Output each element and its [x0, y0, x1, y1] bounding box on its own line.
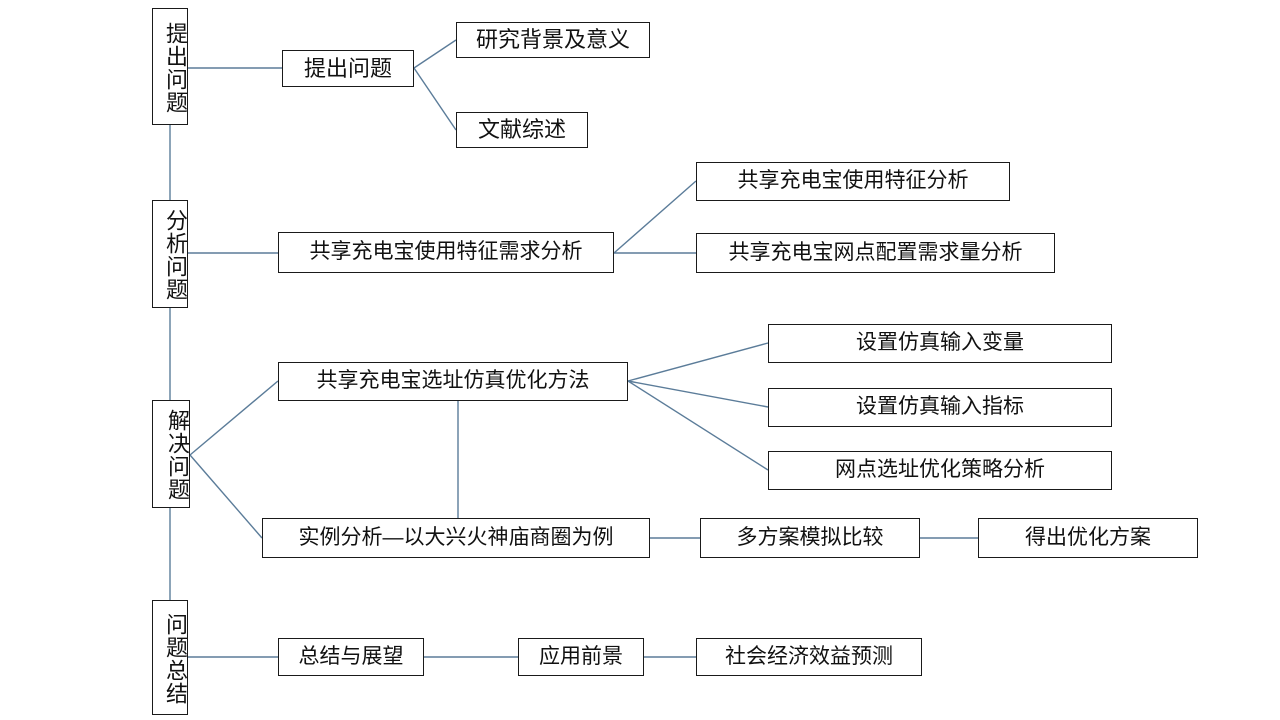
node-raise-question-label: 提出问题: [303, 55, 392, 81]
node-simulation-input-indicators-label: 设置仿真输入指标: [856, 395, 1024, 419]
node-usage-feature-analysis[interactable]: 共享充电宝使用特征分析: [696, 162, 1010, 201]
link-demand-to-usagefeature: [613, 180, 697, 254]
link-simmethod-to-inputindex: [627, 380, 769, 408]
stage-box-problem-summary[interactable]: 问题总结: [152, 600, 188, 715]
node-case-study-label: 实例分析—以大兴火神庙商圈为例: [298, 525, 614, 549]
link-solve-to-simmethod: [189, 380, 279, 456]
node-site-simulation-method-label: 共享充电宝选址仿真优化方法: [316, 369, 590, 393]
node-site-config-demand-analysis-label: 共享充电宝网点配置需求量分析: [728, 240, 1023, 264]
node-site-optimization-strategy-label: 网点选址优化策略分析: [835, 458, 1045, 482]
node-usage-feature-analysis-label: 共享充电宝使用特征分析: [737, 169, 969, 193]
stage-box-analyze-problem[interactable]: 分析问题: [152, 200, 188, 308]
stage-box-raise-problem[interactable]: 提出问题: [152, 8, 188, 125]
node-site-config-demand-analysis[interactable]: 共享充电宝网点配置需求量分析: [696, 233, 1055, 273]
node-application-prospect-label: 应用前景: [539, 644, 623, 668]
link-solve-to-case: [189, 454, 263, 539]
node-conclusion-outlook-label: 总结与展望: [298, 644, 404, 668]
link-raiseq-to-background: [413, 39, 457, 69]
node-socioeconomic-benefit-forecast[interactable]: 社会经济效益预测: [696, 638, 922, 676]
stage-box-solve-problem-label: 解决问题: [165, 409, 190, 501]
node-optimization-result-label: 得出优化方案: [1025, 525, 1151, 549]
node-site-simulation-method[interactable]: 共享充电宝选址仿真优化方法: [278, 362, 628, 401]
node-simulation-input-variables[interactable]: 设置仿真输入变量: [768, 324, 1112, 363]
node-simulation-input-variables-label: 设置仿真输入变量: [856, 331, 1024, 355]
node-research-background-label: 研究背景及意义: [475, 27, 630, 53]
node-literature-review[interactable]: 文献综述: [456, 112, 588, 148]
node-literature-review-label: 文献综述: [477, 117, 566, 143]
node-multi-scheme-comparison-label: 多方案模拟比较: [736, 525, 884, 549]
link-raiseq-to-literature: [413, 67, 457, 131]
stage-box-solve-problem[interactable]: 解决问题: [152, 400, 190, 508]
node-simulation-input-indicators[interactable]: 设置仿真输入指标: [768, 388, 1112, 427]
stage-box-raise-problem-label: 提出问题: [163, 21, 188, 114]
link-simmethod-to-strategy: [627, 380, 769, 471]
node-conclusion-outlook[interactable]: 总结与展望: [278, 638, 424, 676]
node-optimization-result[interactable]: 得出优化方案: [978, 518, 1198, 558]
node-research-background[interactable]: 研究背景及意义: [456, 22, 650, 58]
stage-box-problem-summary-label: 问题总结: [163, 612, 188, 705]
node-raise-question[interactable]: 提出问题: [282, 50, 414, 87]
node-application-prospect[interactable]: 应用前景: [518, 638, 644, 676]
stage-box-analyze-problem-label: 分析问题: [163, 209, 188, 301]
node-multi-scheme-comparison[interactable]: 多方案模拟比较: [700, 518, 920, 558]
node-usage-demand-analysis[interactable]: 共享充电宝使用特征需求分析: [278, 232, 614, 273]
node-usage-demand-analysis-label: 共享充电宝使用特征需求分析: [309, 240, 583, 264]
link-simmethod-to-inputvar: [627, 342, 769, 382]
node-socioeconomic-benefit-forecast-label: 社会经济效益预测: [725, 644, 893, 668]
node-site-optimization-strategy[interactable]: 网点选址优化策略分析: [768, 451, 1112, 490]
node-case-study[interactable]: 实例分析—以大兴火神庙商圈为例: [262, 518, 650, 558]
